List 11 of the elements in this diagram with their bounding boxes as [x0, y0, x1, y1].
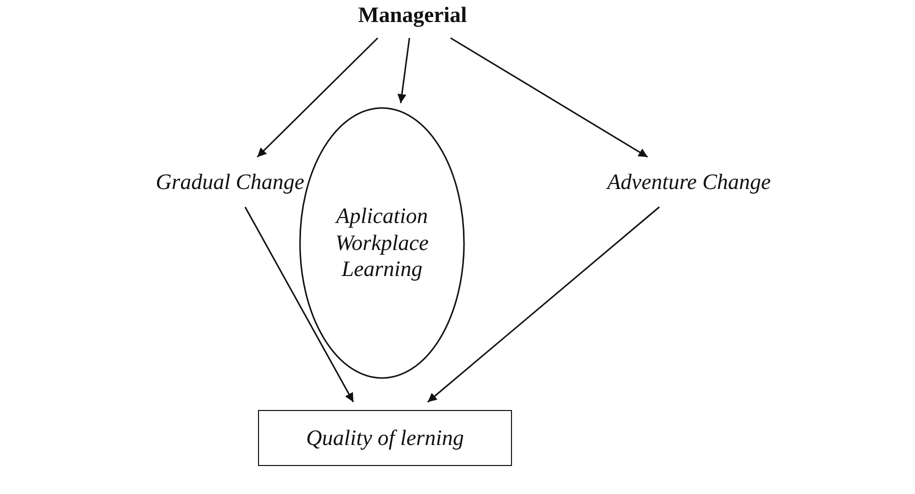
arrow [244, 206, 354, 402]
arrow [256, 37, 378, 158]
heading-label: Managerial [358, 2, 467, 28]
node-label: Adventure Change [607, 168, 771, 196]
node-label: Gradual Change [156, 168, 304, 196]
arrow [427, 206, 660, 403]
arrow [450, 37, 648, 158]
node-label: Quality of lerning [306, 424, 464, 452]
process-box [258, 410, 512, 466]
node-label: Aplication Workplace Learning [334, 203, 430, 283]
arrow [397, 38, 410, 104]
